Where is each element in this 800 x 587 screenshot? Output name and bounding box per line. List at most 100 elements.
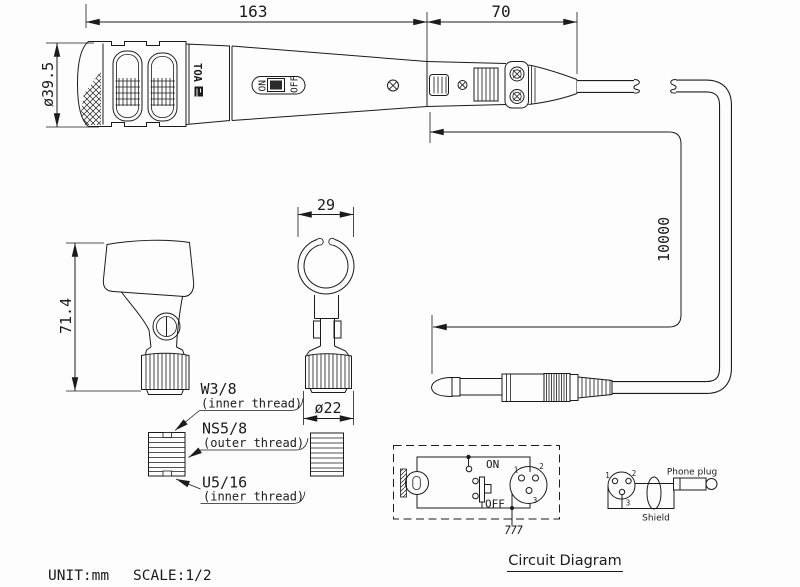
holder-knurled-base <box>141 352 190 395</box>
dim-71-4-label: 71.4 <box>57 298 75 334</box>
holder-jaw-outline <box>102 239 195 298</box>
switch-slider-knob[interactable] <box>270 80 282 90</box>
dim-22-label: ø22 <box>314 399 341 417</box>
connector-section <box>426 61 578 109</box>
grille-shell-outline <box>76 41 187 127</box>
microphone-side-view: TOA ON OFF <box>39 2 732 402</box>
unit-note: UNIT:mm <box>48 568 109 584</box>
plug-strain-relief <box>577 376 613 399</box>
mic-switch-off-label: OFF <box>290 76 301 93</box>
holder-front-view: 29 ø22 <box>297 196 355 425</box>
wiring-pin3-label: 3 <box>626 499 631 508</box>
footer-notes: UNIT:mm SCALE:1/2 <box>48 568 212 584</box>
ns58-name: NS5/8 <box>202 420 247 438</box>
toa-logo-text: TOA <box>191 63 203 83</box>
dimension-70: 70 <box>426 2 578 74</box>
switch-lever <box>479 476 485 503</box>
plug-body <box>501 373 545 402</box>
cable-boot <box>528 64 578 105</box>
circuit-pin2-label: 2 <box>539 462 544 471</box>
holder-side-view: 71.4 <box>57 239 195 395</box>
mic-diaphragm <box>400 468 407 498</box>
circuit-mic-element <box>400 468 429 498</box>
wiring-diagram: 1 2 3 Shield Phone plug <box>605 468 718 524</box>
thread-adapters: W3/8 (inner thread) NS5/8 (outer thread)… <box>148 380 344 504</box>
handle-screw-icon <box>387 79 399 92</box>
cable <box>577 79 732 394</box>
grille-slot-1 <box>112 50 143 122</box>
thread-label-ns58: NS5/8 (outer thread) <box>188 420 309 458</box>
ground-symbol-icon <box>505 525 523 535</box>
collar: TOA <box>185 43 233 125</box>
plug-groove <box>451 377 461 397</box>
grille-crosshatch <box>81 71 101 125</box>
circuit-switch: ON OFF <box>465 457 505 511</box>
dimension-diameter-39-5: ø39.5 <box>39 42 99 128</box>
scale-note: SCALE:1/2 <box>133 568 212 584</box>
w38-type: (inner thread) <box>201 397 302 411</box>
wiring-ground-wire <box>607 486 675 509</box>
cable-break-left-icon <box>633 79 640 94</box>
handle-outline <box>231 45 428 121</box>
circuit-pin1-label: 1 <box>514 466 519 475</box>
adapter-right <box>310 432 344 477</box>
phone-plug-label: Phone plug <box>667 468 717 478</box>
circuit-boundary <box>393 445 560 520</box>
dimension-10000: 10000 <box>429 112 682 374</box>
dim-163-label: 163 <box>239 2 268 21</box>
wiring-pin1-label: 1 <box>605 471 610 480</box>
grille-slot-2 <box>147 52 178 122</box>
ns58-type: (outer thread) <box>203 436 304 450</box>
circuit-on-label: ON <box>486 458 499 471</box>
dimension-71-4: 71.4 <box>57 242 141 392</box>
holder-thumbwheel[interactable] <box>152 312 181 341</box>
plate-screw-top-icon <box>509 66 525 82</box>
shield-label: Shield <box>642 514 670 524</box>
u516-name: U5/16 <box>202 474 247 492</box>
wiring-pin2-label: 2 <box>632 469 637 478</box>
holder-neck <box>120 291 183 348</box>
circuit-top-wire <box>416 456 531 472</box>
adapter-bottom-thread-hole <box>162 470 172 477</box>
holder-ring <box>297 237 355 295</box>
circuit-xlr-connector: 1 2 3 <box>509 462 548 505</box>
wiring-xlr-connector: 1 2 3 <box>605 469 636 508</box>
adapter-left <box>148 432 186 477</box>
phone-plug <box>430 373 613 402</box>
w38-name: W3/8 <box>201 380 237 398</box>
wiring-phone-plug-icon: Phone plug <box>667 468 718 491</box>
toa-logo-mark-icon <box>194 86 203 97</box>
dim-29-label: 29 <box>317 196 335 214</box>
u516-type: (inner thread) <box>203 490 304 504</box>
plug-tip <box>430 376 453 398</box>
dim-10000-label: 10000 <box>655 217 673 262</box>
shield-symbol <box>646 476 662 510</box>
circuit-ground <box>505 493 523 535</box>
plate-screw-bottom-icon <box>509 89 525 104</box>
plug-ring <box>569 374 579 401</box>
circuit-diagram-title: Circuit Diagram <box>508 553 622 569</box>
adapter-top-thread-hole <box>162 432 172 438</box>
connector-screw-icon <box>457 80 468 90</box>
holder-front-knurled-base <box>305 353 352 393</box>
circuit-pin3-label: 3 <box>533 496 538 505</box>
thread-label-w38: W3/8 (inner thread) <box>174 380 304 431</box>
cable-break-right-icon <box>670 79 677 94</box>
connector-latch[interactable] <box>429 74 449 96</box>
connector-plate <box>504 61 529 109</box>
plug-shaft <box>459 378 503 396</box>
dim-39-5-label: ø39.5 <box>39 62 57 107</box>
dimension-diameter-22: ø22 <box>303 391 354 425</box>
thread-label-u516: U5/16 (inner thread) <box>175 474 306 504</box>
mic-switch-on-label: ON <box>258 80 269 92</box>
dimension-163: 163 <box>85 2 427 28</box>
dim-70-label: 70 <box>491 2 510 21</box>
plug-knurl <box>543 373 571 402</box>
circuit-diagram: ON OFF 1 2 3 Circuit Diagram <box>393 445 623 572</box>
circuit-bottom-wire <box>416 494 531 509</box>
switch-slider-well <box>267 78 285 92</box>
dimension-29: 29 <box>297 196 354 237</box>
mic-power-switch[interactable]: ON OFF <box>251 76 306 95</box>
